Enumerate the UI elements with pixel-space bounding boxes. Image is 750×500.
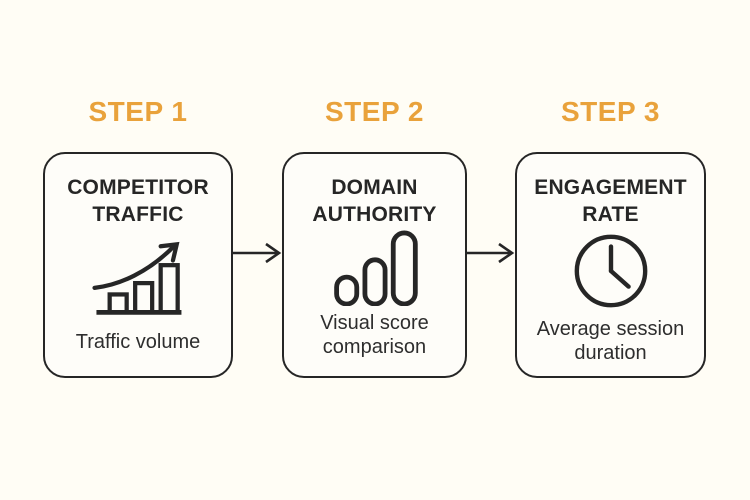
step-2-label: STEP 2 bbox=[325, 96, 424, 127]
growth-bar-chart-icon bbox=[86, 234, 190, 324]
flow-arrow-1 bbox=[233, 240, 282, 271]
card-title: ENGAGEMENT RATE bbox=[534, 176, 687, 226]
step-1-label: STEP 1 bbox=[88, 96, 188, 127]
icon-container bbox=[57, 229, 219, 330]
flow-arrow-2 bbox=[467, 240, 515, 271]
card-caption: Traffic volume bbox=[75, 330, 201, 353]
icon-container bbox=[296, 229, 453, 311]
card-title: DOMAIN AUTHORITY bbox=[312, 176, 437, 226]
clock-icon bbox=[567, 229, 655, 317]
card-engagement-rate: ENGAGEMENT RATE Average session duration bbox=[515, 152, 706, 378]
icon-container bbox=[529, 229, 692, 317]
card-caption: Visual score comparison bbox=[320, 311, 429, 359]
card-title: COMPETITOR TRAFFIC bbox=[67, 176, 209, 226]
signal-bars-icon bbox=[327, 229, 423, 311]
step-3-label: STEP 3 bbox=[561, 96, 660, 127]
card-domain-authority: DOMAIN AUTHORITY Visual score comparison bbox=[282, 152, 467, 378]
card-competitor-traffic: COMPETITOR TRAFFIC Traffic volume bbox=[43, 152, 233, 378]
card-caption: Average session duration bbox=[536, 317, 685, 365]
